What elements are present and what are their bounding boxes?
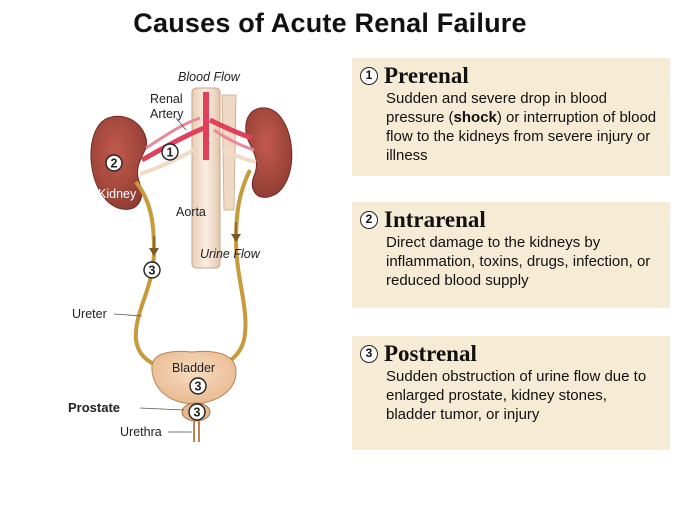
cause-number-2: 2 (360, 211, 378, 229)
left-renal-vein (139, 148, 195, 176)
cause-heading-postrenal: Postrenal (384, 341, 477, 366)
cause-text-prerenal: Sudden and severe drop in blood pressure… (386, 89, 660, 165)
cause-box-prerenal: 1 Prerenal Sudden and severe drop in blo… (352, 58, 670, 176)
page-title: Causes of Acute Renal Failure (133, 8, 527, 38)
marker-3-bladder-text: 3 (195, 380, 202, 394)
urethra-label: Urethra (120, 425, 162, 439)
right-kidney (245, 107, 293, 198)
marker-3-ureter-text: 3 (149, 264, 156, 278)
prostate-label: Prostate (68, 400, 120, 415)
cause-text-intrarenal: Direct damage to the kidneys by inflamma… (386, 234, 651, 289)
marker-3-ureter: 3 (143, 261, 161, 279)
urine-flow-label: Urine Flow (200, 247, 261, 261)
cause-number-1: 1 (360, 67, 378, 85)
cause-text-prerenal-pre: Sudden and severe drop in blood pressure… (386, 90, 608, 126)
urethra (193, 418, 200, 442)
cause-text-postrenal: Sudden obstruction of urine flow due to … (386, 368, 647, 423)
urine-flow-arrowhead-right (231, 234, 241, 242)
urine-flow-arrowhead-left (149, 248, 159, 256)
right-ureter (213, 169, 252, 370)
bladder-label: Bladder (172, 361, 215, 375)
marker-1-text: 1 (167, 146, 174, 160)
marker-1-renal-artery: 1 (161, 143, 179, 161)
cause-heading-prerenal: Prerenal (384, 63, 469, 88)
urinary-system-diagram: 1 2 3 3 3 Blood Flow Renal Artery Kidney… (68, 70, 293, 442)
blood-flow-label: Blood Flow (178, 70, 241, 84)
renal-label: Renal (150, 92, 183, 106)
cause-box-postrenal: 3 Postrenal Sudden obstruction of urine … (352, 336, 670, 450)
left-ureter (133, 180, 165, 370)
right-renal-artery-lower (213, 128, 255, 152)
right-renal-artery (208, 117, 253, 141)
left-renal-artery-upper (145, 116, 201, 150)
right-renal-vein (221, 148, 257, 164)
bladder (151, 350, 237, 405)
marker-3-prostate: 3 (188, 403, 206, 421)
marker-3-prostate-text: 3 (194, 406, 201, 420)
cause-box-intrarenal: 2 Intrarenal Direct damage to the kidney… (352, 202, 670, 308)
renal-artery-leader (175, 117, 187, 131)
marker-2-kidney: 2 (105, 154, 123, 172)
kidney-label: Kidney (98, 187, 137, 201)
aorta-label: Aorta (176, 205, 206, 219)
ureter-label: Ureter (72, 307, 107, 321)
aorta (191, 87, 221, 269)
cause-number-3: 3 (360, 345, 378, 363)
artery-label: Artery (150, 107, 184, 121)
marker-2-text: 2 (111, 157, 118, 171)
marker-3-bladder: 3 (189, 377, 207, 395)
cause-text-prerenal-bold: shock (453, 109, 497, 126)
ureter-leader (113, 313, 143, 317)
cause-heading-intrarenal: Intrarenal (384, 207, 486, 232)
prostate-leader (139, 407, 185, 411)
cause-text-prerenal-post: ) or interruption of blood flow to the k… (386, 109, 657, 164)
